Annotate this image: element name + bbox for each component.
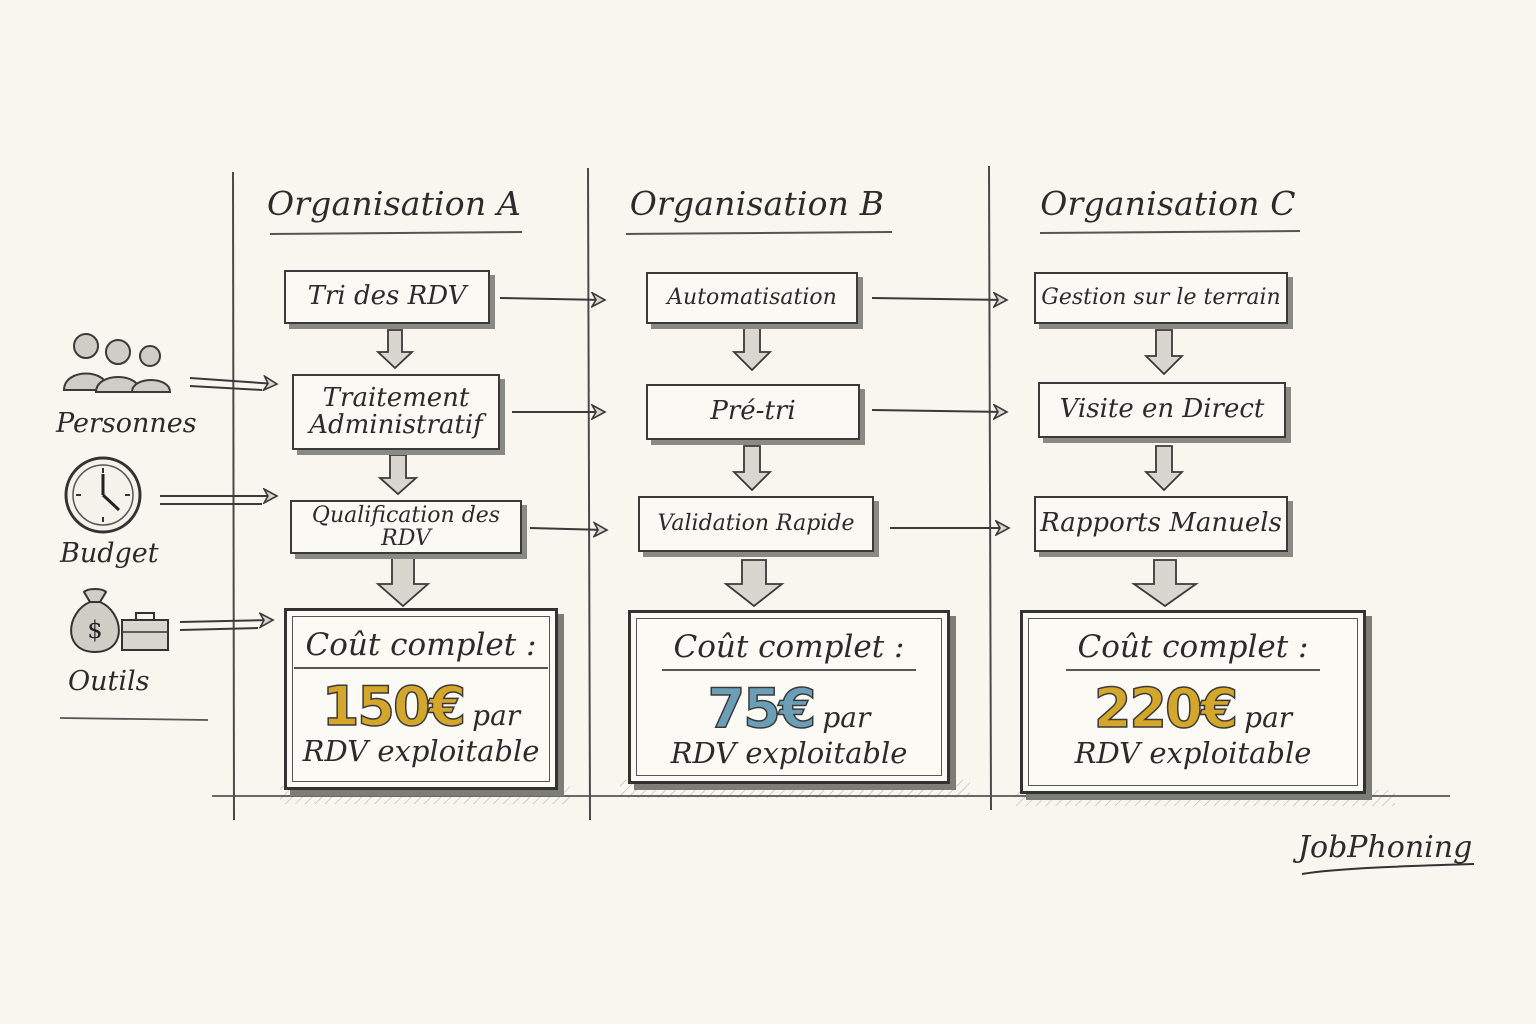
brand-underline	[1301, 863, 1475, 875]
cost-unit-c: RDV exploitable	[1074, 736, 1312, 770]
money-bag-icon: $	[62, 586, 172, 656]
clock-icon	[62, 456, 144, 534]
cost-box-c: Coût complet : 220€par RDV exploitable	[1020, 610, 1366, 794]
step-box-a1: Tri des RDV	[284, 270, 490, 324]
cost-par-a: par	[472, 699, 521, 732]
step-box-b2: Pré-tri	[646, 384, 860, 440]
cost-unit-b: RDV exploitable	[670, 736, 908, 770]
resource-label-budget: Budget	[60, 538, 159, 569]
column-title-b: Organisation B	[629, 184, 885, 223]
step-box-b1: Automatisation	[646, 272, 858, 324]
column-title-a: Organisation A	[266, 184, 522, 223]
ground-lines	[59, 717, 1450, 806]
cost-amount-b: 75€	[707, 676, 817, 741]
cost-box-b: Coût complet : 75€par RDV exploitable	[628, 610, 950, 784]
cost-unit-a: RDV exploitable	[302, 734, 540, 768]
resource-label-people: Personnes	[56, 408, 197, 439]
step-box-a3: Qualification des RDV	[290, 500, 522, 554]
cost-label-a: Coût complet :	[293, 627, 549, 669]
down-arrows	[375, 327, 1199, 608]
cost-label-b: Coût complet :	[661, 629, 917, 671]
svg-text:$: $	[87, 616, 102, 644]
step-box-b3: Validation Rapide	[638, 496, 874, 552]
brand-signature: JobPhoning	[1298, 830, 1473, 865]
resource-arrows	[160, 378, 276, 631]
step-box-c3: Rapports Manuels	[1034, 496, 1288, 552]
cost-label-c: Coût complet :	[1065, 629, 1321, 671]
cost-par-b: par	[822, 701, 871, 734]
cost-par-c: par	[1244, 701, 1293, 734]
cost-amount-a: 150€	[321, 674, 467, 739]
step-box-c1: Gestion sur le terrain	[1034, 272, 1288, 324]
column-arrows	[499, 298, 1008, 530]
step-box-a2: Traitement Administratif	[292, 374, 500, 450]
people-icon	[60, 328, 175, 394]
cost-amount-c: 220€	[1093, 676, 1239, 741]
column-title-c: Organisation C	[1040, 184, 1296, 223]
step-box-c2: Visite en Direct	[1038, 382, 1286, 438]
title-underlines	[269, 230, 1301, 235]
cost-box-a: Coût complet : 150€par RDV exploitable	[284, 608, 558, 790]
resource-label-tools: Outils	[68, 666, 150, 697]
